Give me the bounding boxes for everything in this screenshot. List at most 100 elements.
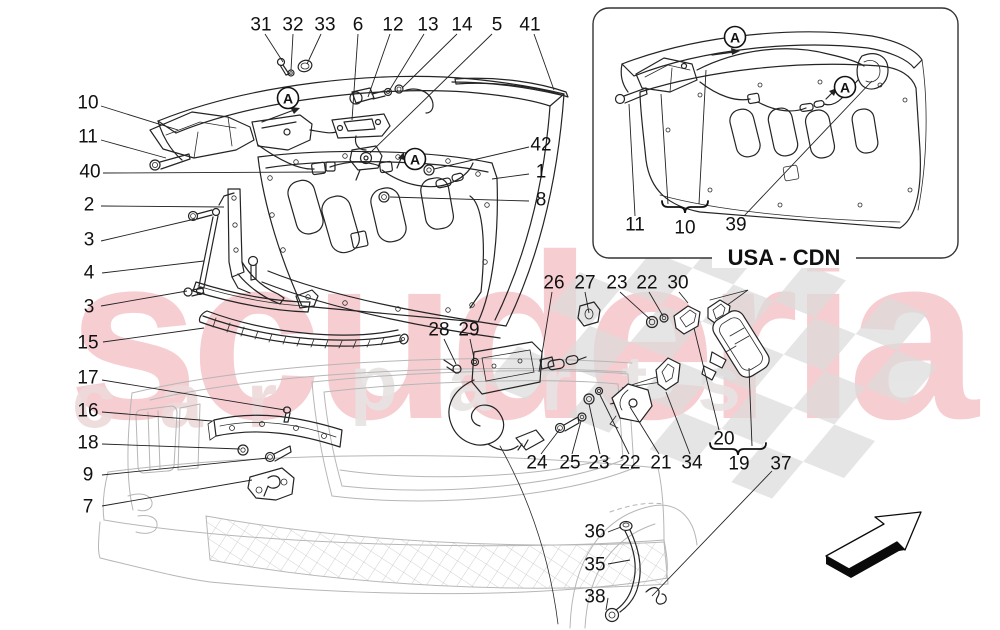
bolt-3b: [183, 287, 193, 297]
leader-line: [100, 290, 188, 307]
cable: [257, 144, 315, 170]
grouping-brace: [709, 442, 767, 456]
view-marker-letter: A: [730, 30, 740, 46]
leader-line: [306, 33, 322, 65]
leader-line: [443, 338, 457, 365]
part-number-label: 39: [725, 215, 746, 236]
bolt-11: [149, 159, 161, 171]
boot-27: [577, 301, 601, 327]
flag-cell: [649, 412, 722, 466]
part-number-label: 27: [574, 273, 595, 294]
part-number-label: 25: [559, 453, 580, 474]
leader-line: [540, 428, 561, 455]
part-number-label: 7: [83, 497, 94, 518]
washer-25: [577, 412, 587, 422]
leader-line: [351, 33, 359, 121]
leader-line: [743, 80, 873, 217]
view-marker-circle: [403, 147, 427, 171]
bolt-3: [187, 210, 199, 222]
part-number-label: 4: [84, 263, 95, 284]
part-number-label: 6: [353, 15, 364, 36]
part-number-label: 23: [606, 273, 627, 294]
lock-cylinder-5: [349, 145, 383, 171]
flag-cell: [640, 358, 712, 413]
grommet-18: [237, 444, 249, 456]
leader-line: [100, 205, 225, 208]
part-number-label: 22: [636, 273, 657, 294]
leader-line: [100, 218, 196, 242]
part-number-label: 2: [84, 195, 95, 216]
leader-line: [101, 457, 269, 476]
leader-line: [388, 33, 425, 92]
coiled-cable: [448, 379, 505, 446]
leader-line: [619, 291, 652, 321]
tail-light: [135, 405, 178, 474]
flag-cell: [731, 445, 804, 499]
part-number-label: 35: [584, 555, 605, 576]
leader-line: [469, 338, 475, 359]
leader-line: [433, 146, 530, 170]
plate-16: [213, 414, 343, 448]
clip-30: [673, 305, 701, 335]
grommet-40: [311, 161, 327, 176]
nut-23: [645, 315, 659, 329]
flag-cell: [774, 263, 846, 318]
inset-handle-39: [856, 53, 889, 90]
part-number-label: 11: [625, 215, 645, 236]
bracket-34: [655, 357, 681, 391]
leader-line: [660, 93, 669, 205]
part-number-label: 5: [492, 15, 503, 36]
leader-line: [648, 291, 664, 317]
part-number-label: 14: [451, 15, 473, 36]
hinge-and-strut: [183, 188, 319, 313]
cap-33: [297, 59, 313, 73]
inset-inner-panel: [639, 63, 921, 229]
part-number-label: 19: [728, 454, 749, 475]
part-number-label: 24: [526, 453, 548, 474]
part-number-label: 3: [84, 230, 95, 251]
release-cable: [381, 162, 474, 188]
nut-14: [394, 84, 404, 94]
trim-retainers-group: [554, 289, 770, 434]
part-number-label: 36: [584, 522, 605, 543]
washer-22: [659, 313, 669, 323]
part-number-label: 26: [543, 273, 564, 294]
leader-line: [101, 379, 286, 411]
part-number-label: 10: [77, 93, 98, 114]
leader-line: [264, 33, 284, 63]
leader-line: [101, 443, 241, 450]
part-number-label: 34: [681, 453, 703, 474]
seal-strip-15: [198, 310, 409, 349]
reference-arrows: [261, 48, 837, 169]
bolt-vertical: [247, 255, 259, 267]
trunk-aperture: [311, 370, 635, 502]
leader-line: [748, 367, 753, 447]
inset-release-cable: [696, 48, 865, 71]
latch-and-lock-parts: [149, 57, 474, 203]
trunk-lid-art: [157, 75, 569, 339]
part-number-label: 18: [77, 433, 98, 454]
wheel-arch: [569, 504, 698, 629]
trim-molding-41: [454, 77, 569, 98]
leader-line: [101, 411, 213, 422]
part-number-label: 37: [770, 454, 791, 475]
leader-line: [693, 327, 720, 431]
bumper-step-pad: [205, 515, 669, 589]
flag-cell: [803, 424, 876, 479]
part-number-label: 12: [382, 15, 403, 36]
view-marker-letter: A: [840, 80, 850, 96]
leader-line: [401, 33, 458, 89]
nut-8: [378, 191, 390, 203]
part-number-label: 13: [417, 15, 438, 36]
flag-cell: [548, 272, 621, 326]
part-number-label: 16: [77, 401, 98, 422]
part-number-label: 8: [536, 190, 547, 211]
grommet-42: [423, 164, 435, 176]
leader-line: [629, 406, 660, 455]
hose-clip-37: [645, 587, 667, 605]
view-marker-circle: [833, 75, 857, 99]
drain-hose-group: [604, 520, 667, 623]
striker-7: [247, 467, 295, 501]
leader-line: [367, 33, 391, 98]
